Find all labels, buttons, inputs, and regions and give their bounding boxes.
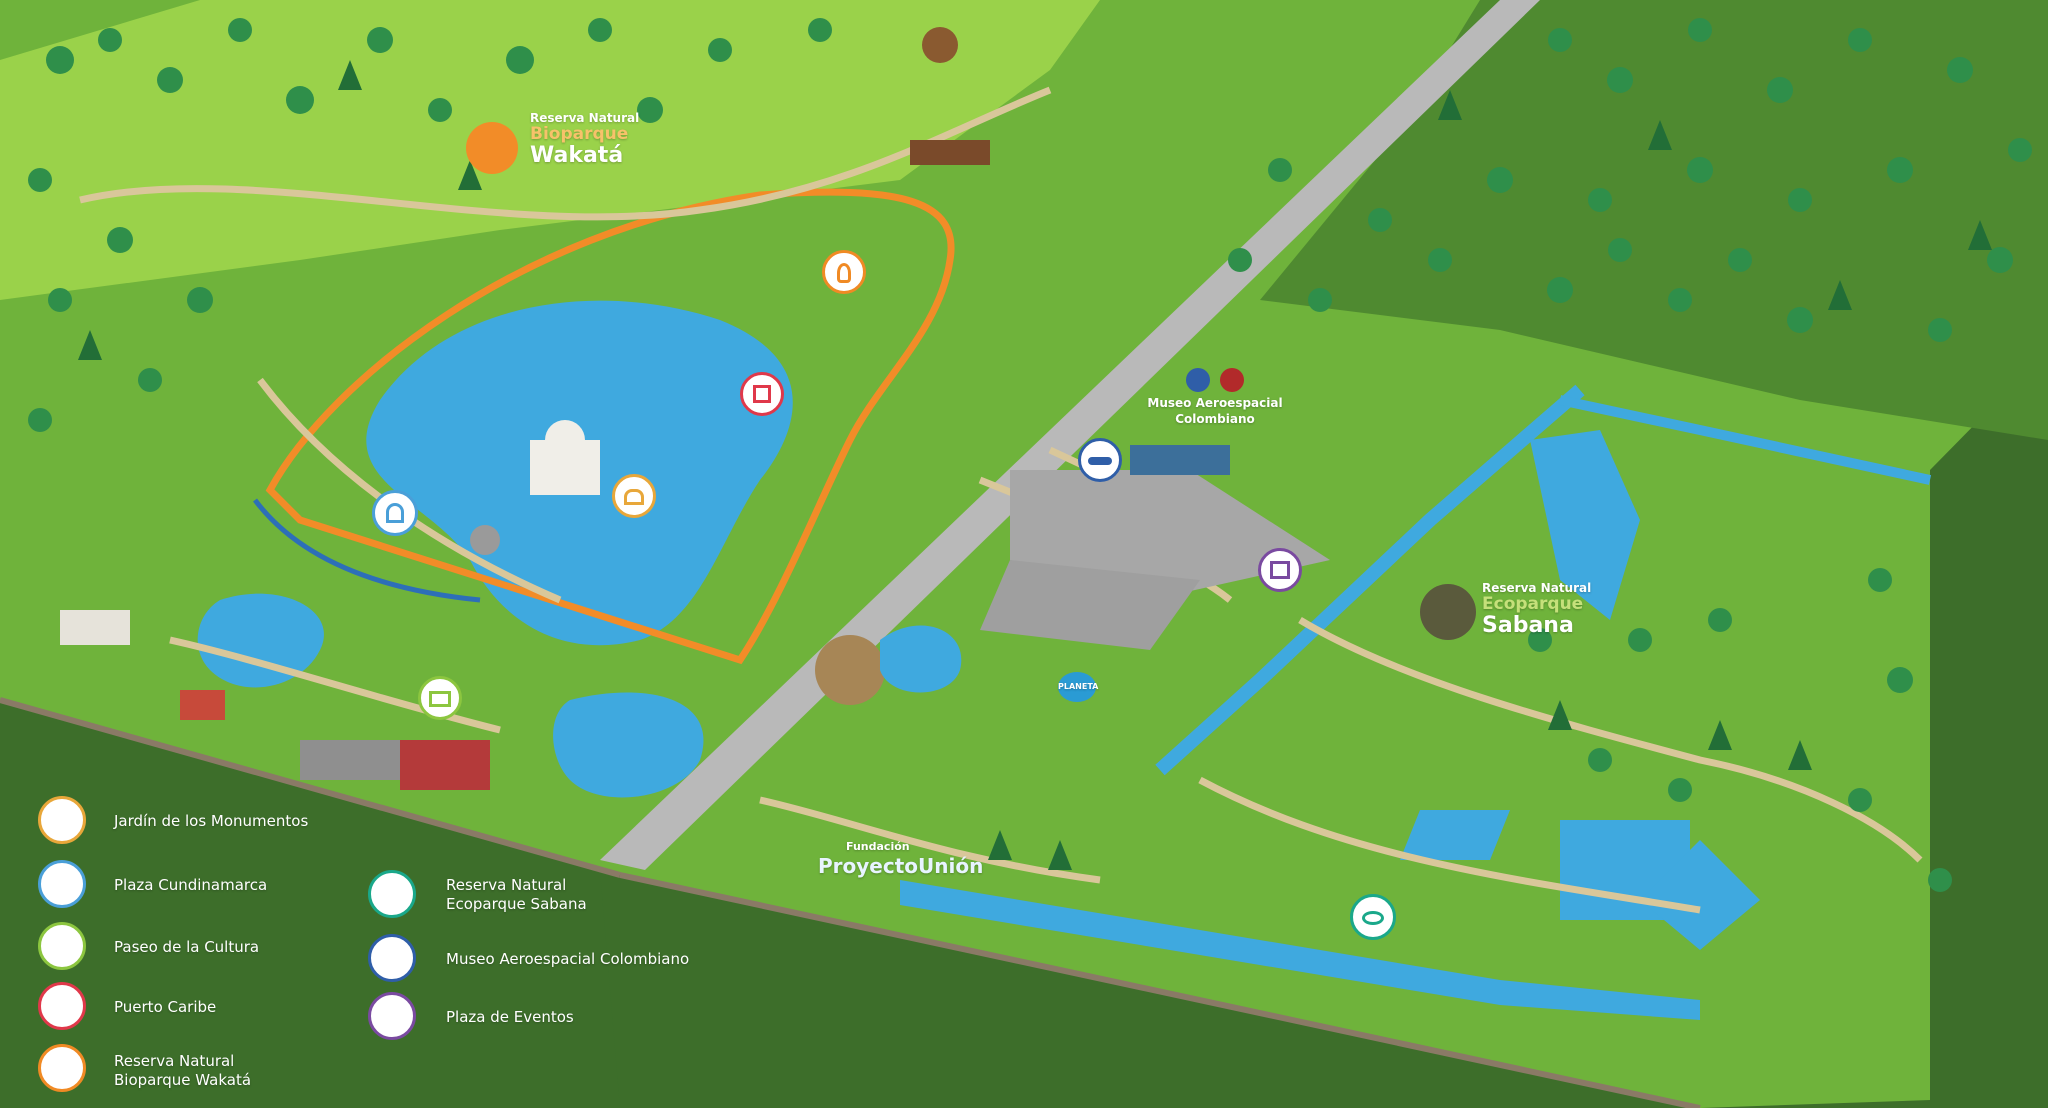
sabana-logo-icon (1420, 584, 1476, 640)
legend-bioparque-wakata-line1: Reserva Natural (114, 1052, 235, 1070)
airport-apron (1010, 470, 1330, 600)
duck-icon (1362, 911, 1384, 925)
legend-bioparque-wakata-icon (38, 1044, 86, 1092)
globe-monument (470, 525, 500, 555)
legend-ecoparque-sabana-icon (368, 870, 416, 918)
white-building (60, 610, 130, 645)
train-loop-blue (253, 498, 481, 603)
poi-bioparque-wakata[interactable] (822, 250, 866, 294)
fort-icon (753, 385, 771, 403)
legend-puerto-caribe-label: Puerto Caribe (114, 998, 217, 1016)
poi-ecoparque-sabana[interactable] (1350, 894, 1396, 940)
fountain (880, 625, 962, 693)
red-building (180, 690, 225, 720)
train-loop-orange (265, 188, 955, 665)
lower-ground (0, 700, 620, 1108)
legend-museo-aeroespacial-label: Museo Aeroespacial Colombiano (446, 950, 690, 968)
legend-plaza-cundinamarca-label: Plaza Cundinamarca (114, 876, 268, 894)
sabana-pond (1530, 430, 1640, 620)
museum-building (1130, 445, 1230, 475)
fundacion-logo-line1: Fundación (846, 840, 910, 853)
railway-track (0, 697, 621, 878)
stage-icon (1270, 561, 1290, 579)
lagoon-3 (1400, 810, 1510, 860)
arch-icon (386, 503, 404, 523)
wakata-logo: Reserva Natural Bioparque Wakatá (466, 111, 640, 174)
planeta-sign: PLANETA (1058, 672, 1098, 702)
legend-plaza-eventos-label: Plaza de Eventos (446, 1008, 574, 1026)
sabana-logo-line3: Sabana (1482, 612, 1574, 638)
legend-paseo-cultura-icon (38, 922, 86, 970)
parking-lot (980, 560, 1200, 650)
fundacion-logo-line2: ProyectoUnión (818, 853, 984, 878)
monument-icon (624, 489, 644, 505)
flamingo-icon (837, 263, 851, 283)
sabana-logo-line1: Reserva Natural (1482, 581, 1592, 595)
legend-bioparque-wakata-line2: Bioparque Wakatá (114, 1070, 252, 1089)
museo-label-line1: Museo Aeroespacial (1147, 396, 1283, 410)
legend-ecoparque-sabana-line2: Ecoparque Sabana (446, 894, 587, 913)
hill (0, 0, 1100, 300)
warehouse (300, 740, 400, 780)
legend-jardin-monumentos-icon (38, 796, 86, 844)
museo-label-line2: Colombiano (1175, 411, 1255, 426)
poi-puerto-caribe[interactable] (740, 372, 784, 416)
poi-plaza-eventos[interactable] (1258, 548, 1302, 592)
lake-south (197, 593, 324, 688)
poi-plaza-cundinamarca[interactable] (372, 490, 418, 536)
legend-bioparque-wakata-label: Reserva Natural Bioparque Wakatá (114, 1052, 251, 1090)
legend-jardin-monumentos-label: Jardín de los Monumentos (114, 812, 309, 830)
wakata-logo-line1: Reserva Natural (530, 111, 640, 125)
trees (28, 18, 2032, 892)
legend-museo-aeroespacial-icon (368, 934, 416, 982)
lodge (910, 140, 990, 165)
plane-icon (1088, 457, 1112, 465)
railway-track-2 (619, 872, 1701, 1108)
dome (545, 420, 585, 460)
legend-ecoparque-sabana-label: Reserva Natural Ecoparque Sabana (446, 876, 587, 914)
legend-plaza-eventos-icon (368, 992, 416, 1040)
museo-label: Museo Aeroespacial Colombiano (1140, 368, 1290, 427)
poi-jardin-monumentos[interactable] (612, 474, 656, 518)
fundacion-logo: Fundación ProyectoUnión (818, 840, 983, 879)
book-icon (429, 691, 451, 707)
lagoon-2 (1640, 840, 1760, 950)
air-force-star-icon (1186, 368, 1210, 392)
legend-ecoparque-sabana-line1: Reserva Natural (446, 876, 567, 894)
wakata-logo-line2: Bioparque (530, 124, 629, 145)
poi-paseo-cultura[interactable] (418, 676, 462, 720)
wakata-logo-icon (466, 122, 518, 174)
legend-puerto-caribe-icon (38, 982, 86, 1030)
red-wall (400, 740, 490, 790)
legend-paseo-cultura-label: Paseo de la Cultura (114, 938, 260, 956)
legend-plaza-cundinamarca-icon (38, 860, 86, 908)
shield-emblem-icon (1220, 368, 1244, 392)
lake-bottom (553, 692, 704, 798)
poi-museo-aeroespacial[interactable] (1078, 438, 1122, 482)
hut (922, 27, 958, 63)
canal-left (1155, 384, 1585, 776)
sabana-logo-line2: Ecoparque (1482, 594, 1584, 615)
wakata-logo-line3: Wakatá (530, 142, 624, 168)
canal-right (1558, 395, 1932, 485)
sabana-logo: Reserva Natural Ecoparque Sabana (1420, 581, 1592, 640)
tower (815, 635, 885, 705)
lower-canal (900, 880, 1700, 1020)
